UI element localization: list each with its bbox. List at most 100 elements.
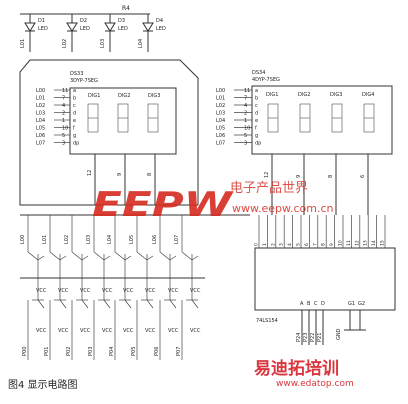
svg-text:11: 11 <box>346 240 352 246</box>
svg-text:L06: L06 <box>152 235 158 244</box>
svg-text:L02: L02 <box>62 39 68 48</box>
svg-text:C: C <box>314 301 318 307</box>
svg-text:VCC: VCC <box>168 328 179 334</box>
svg-text:11: 11 <box>62 88 68 94</box>
svg-text:L02: L02 <box>216 103 225 109</box>
svg-text:L06: L06 <box>36 133 45 139</box>
svg-text:GND: GND <box>336 328 342 340</box>
svg-text:5: 5 <box>244 133 247 139</box>
svg-text:VCC: VCC <box>80 288 91 294</box>
svg-text:L04: L04 <box>107 235 113 244</box>
svg-text:VCC: VCC <box>36 288 47 294</box>
supply-label: R4 <box>122 5 130 12</box>
svg-text:L02: L02 <box>36 103 45 109</box>
svg-text:b: b <box>255 96 258 102</box>
svg-text:DIG3: DIG3 <box>148 93 160 99</box>
svg-text:VCC: VCC <box>58 328 69 334</box>
decoder-output-8: 8 <box>321 215 327 248</box>
svg-text:L07: L07 <box>174 235 180 244</box>
decoder-output-2: 2 <box>270 215 276 248</box>
ds33-bottom-pins: 12 9 8 <box>87 154 156 205</box>
svg-text:c: c <box>73 103 76 109</box>
svg-text:P04: P04 <box>109 347 115 356</box>
svg-text:dp: dp <box>255 141 261 147</box>
svg-text:12: 12 <box>354 240 360 246</box>
svg-text:D: D <box>321 301 325 307</box>
svg-text:L03: L03 <box>216 111 225 117</box>
decoder-output-1: 1 <box>262 215 268 248</box>
svg-text:1: 1 <box>62 118 65 124</box>
led-d1: D1 LED L01 <box>20 14 48 52</box>
svg-text:P03: P03 <box>88 347 94 356</box>
svg-text:L04: L04 <box>138 39 144 48</box>
led-d3: D3 LED L03 <box>100 14 128 52</box>
svg-text:74LS154: 74LS154 <box>256 318 278 324</box>
svg-text:P00: P00 <box>22 347 28 356</box>
svg-text:0: 0 <box>254 243 260 246</box>
svg-text:b: b <box>73 96 76 102</box>
svg-text:3: 3 <box>279 243 285 246</box>
svg-text:电子产品世界: 电子产品世界 <box>230 181 308 196</box>
figure-caption: 图4 显示电路图 <box>8 380 78 391</box>
svg-text:L01: L01 <box>42 235 48 244</box>
svg-text:8: 8 <box>328 175 334 178</box>
svg-text:c: c <box>255 103 258 109</box>
svg-text:易迪拓培训: 易迪拓培训 <box>254 358 339 379</box>
svg-text:P23: P23 <box>303 333 309 342</box>
svg-text:d: d <box>73 111 76 117</box>
svg-text:VCC: VCC <box>190 328 201 334</box>
svg-text:VCC: VCC <box>80 328 91 334</box>
svg-text:L00: L00 <box>216 88 225 94</box>
decoder-output-15: 15 <box>380 215 386 248</box>
svg-text:L00: L00 <box>36 88 45 94</box>
svg-text:5: 5 <box>296 243 302 246</box>
svg-text:9: 9 <box>117 173 123 176</box>
svg-text:P01: P01 <box>44 347 50 356</box>
svg-text:a: a <box>255 88 258 94</box>
svg-text:P06: P06 <box>154 347 160 356</box>
svg-text:15: 15 <box>380 240 386 246</box>
svg-text:7: 7 <box>312 243 318 246</box>
decoder-output-14: 14 <box>371 215 377 248</box>
bus-frame-left <box>19 59 199 206</box>
svg-text:D2: D2 <box>80 18 87 24</box>
svg-text:VCC: VCC <box>190 288 201 294</box>
svg-text:DS34: DS34 <box>252 70 265 76</box>
svg-text:12: 12 <box>264 172 270 178</box>
svg-text:VCC: VCC <box>123 288 134 294</box>
svg-text:P24: P24 <box>296 333 302 342</box>
svg-text:3: 3 <box>62 141 65 147</box>
svg-text:g: g <box>73 133 76 139</box>
svg-text:4: 4 <box>287 243 293 246</box>
svg-text:L01: L01 <box>216 96 225 102</box>
svg-text:LED: LED <box>156 26 166 32</box>
svg-text:11: 11 <box>244 88 250 94</box>
svg-text:P21: P21 <box>317 333 323 342</box>
svg-text:LED: LED <box>118 26 128 32</box>
svg-text:P05: P05 <box>131 347 137 356</box>
led-row: R4 D1 LED L01 D2 LED L02 D3 LED L03 <box>20 5 166 52</box>
svg-text:9: 9 <box>329 243 335 246</box>
svg-text:14: 14 <box>371 240 377 246</box>
svg-text:DIG4: DIG4 <box>362 92 374 98</box>
svg-text:a: a <box>73 88 76 94</box>
decoder-output-9: 9 <box>329 215 335 248</box>
svg-text:6: 6 <box>360 175 366 178</box>
